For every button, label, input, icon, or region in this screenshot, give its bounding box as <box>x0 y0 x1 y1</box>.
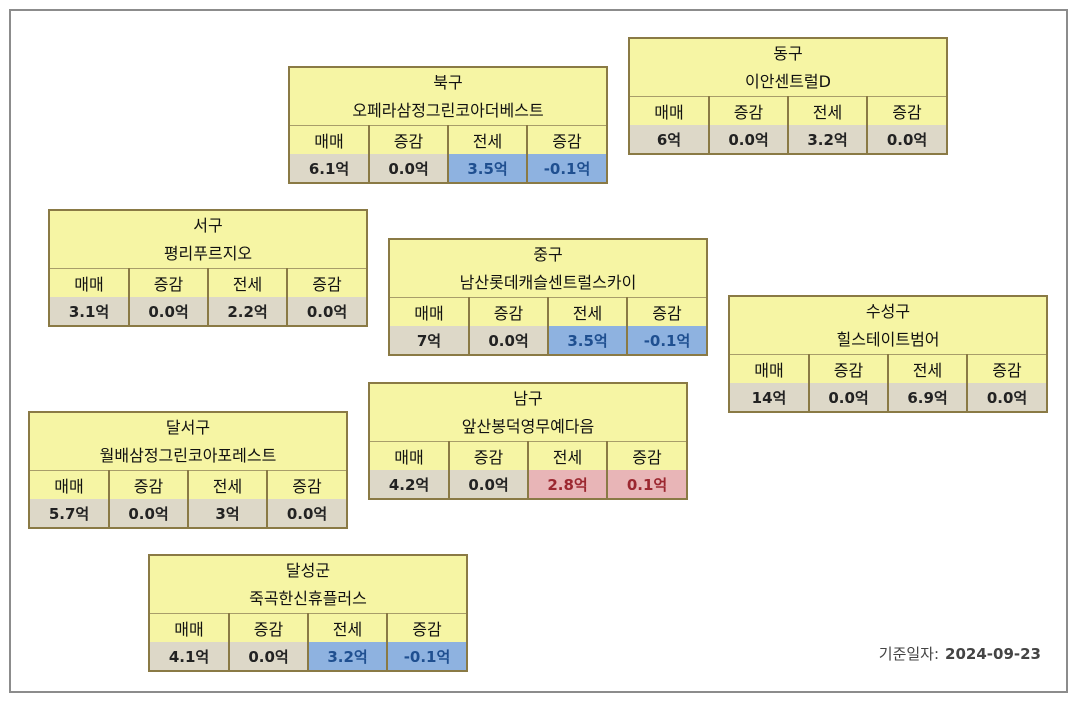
jeonse-price: 3.5억 <box>447 154 527 182</box>
apartment-name: 이안센트럴D <box>745 72 831 91</box>
header-sale: 매매 <box>630 96 709 125</box>
jeonse-change: 0.0억 <box>286 297 366 325</box>
header-jeonse-change: 증감 <box>526 125 606 154</box>
header-jeonse: 전세 <box>447 125 527 154</box>
jeonse-change: 0.0억 <box>966 383 1046 411</box>
district-name: 남구 <box>513 389 543 408</box>
jeonse-change: -0.1억 <box>526 154 606 182</box>
sale-price: 6억 <box>630 125 709 153</box>
jeonse-change: -0.1억 <box>626 326 706 354</box>
apartment-name: 죽곡한신휴플러스 <box>249 589 367 608</box>
header-sale-change: 증감 <box>128 268 208 297</box>
apartment-name: 오페라삼정그린코아더베스트 <box>352 101 544 120</box>
apartment-name: 남산롯데캐슬센트럴스카이 <box>459 273 637 292</box>
apartment-name: 월배삼정그린코아포레스트 <box>99 446 277 465</box>
district-name: 중구 <box>533 245 563 264</box>
header-jeonse: 전세 <box>887 354 967 383</box>
sale-change: 0.0억 <box>468 326 548 354</box>
header-jeonse-change: 증감 <box>386 613 466 642</box>
header-sale: 매매 <box>150 613 229 642</box>
header-sale: 매매 <box>370 441 449 470</box>
apartment-name: 힐스테이트범어 <box>836 330 940 349</box>
sale-price: 14억 <box>730 383 809 411</box>
sale-price: 6.1억 <box>290 154 369 182</box>
base-date: 기준일자: 2024-09-23 <box>879 643 1041 664</box>
district-name: 수성구 <box>865 302 911 321</box>
jeonse-change: -0.1억 <box>386 642 466 670</box>
header-jeonse-change: 증감 <box>266 470 346 499</box>
header-sale: 매매 <box>730 354 809 383</box>
sale-change: 0.0억 <box>108 499 188 527</box>
header-sale-change: 증감 <box>468 297 548 326</box>
header-sale: 매매 <box>390 297 469 326</box>
jeonse-price: 3억 <box>187 499 267 527</box>
sale-price: 4.2억 <box>370 470 449 498</box>
header-sale-change: 증감 <box>108 470 188 499</box>
header-jeonse-change: 증감 <box>966 354 1046 383</box>
header-sale-change: 증감 <box>448 441 528 470</box>
district-name: 달성군 <box>285 561 331 580</box>
jeonse-price: 2.8억 <box>527 470 607 498</box>
district-name: 동구 <box>773 44 803 63</box>
apartment-name: 평리푸르지오 <box>163 244 253 263</box>
header-jeonse: 전세 <box>187 470 267 499</box>
jeonse-price: 2.2억 <box>207 297 287 325</box>
header-jeonse-change: 증감 <box>606 441 686 470</box>
jeonse-price: 3.2억 <box>307 642 387 670</box>
base-date-label: 기준일자: <box>878 645 940 663</box>
header-sale-change: 증감 <box>808 354 888 383</box>
header-jeonse-change: 증감 <box>286 268 366 297</box>
sale-price: 3.1억 <box>50 297 129 325</box>
header-jeonse-change: 증감 <box>866 96 946 125</box>
base-date-value: 2024-09-23 <box>945 645 1041 663</box>
header-sale-change: 증감 <box>708 96 788 125</box>
jeonse-change: 0.0억 <box>866 125 946 153</box>
header-sale: 매매 <box>50 268 129 297</box>
sale-change: 0.0억 <box>368 154 448 182</box>
header-jeonse: 전세 <box>207 268 287 297</box>
header-sale: 매매 <box>290 125 369 154</box>
district-name: 달서구 <box>165 418 211 437</box>
jeonse-change: 0.1억 <box>606 470 686 498</box>
header-sale-change: 증감 <box>368 125 448 154</box>
sale-price: 5.7억 <box>30 499 109 527</box>
apartment-name: 앞산봉덕영무예다음 <box>461 417 595 436</box>
header-jeonse: 전세 <box>527 441 607 470</box>
sale-change: 0.0억 <box>708 125 788 153</box>
header-jeonse: 전세 <box>787 96 867 125</box>
sale-price: 7억 <box>390 326 469 354</box>
sale-change: 0.0억 <box>808 383 888 411</box>
district-name: 서구 <box>193 216 223 235</box>
jeonse-change: 0.0억 <box>266 499 346 527</box>
header-jeonse-change: 증감 <box>626 297 706 326</box>
jeonse-price: 3.2억 <box>787 125 867 153</box>
sale-change: 0.0억 <box>448 470 528 498</box>
header-sale-change: 증감 <box>228 613 308 642</box>
sale-change: 0.0억 <box>228 642 308 670</box>
header-jeonse: 전세 <box>307 613 387 642</box>
header-sale: 매매 <box>30 470 109 499</box>
header-jeonse: 전세 <box>547 297 627 326</box>
sale-change: 0.0억 <box>128 297 208 325</box>
jeonse-price: 6.9억 <box>887 383 967 411</box>
district-name: 북구 <box>433 73 463 92</box>
sale-price: 4.1억 <box>150 642 229 670</box>
jeonse-price: 3.5억 <box>547 326 627 354</box>
